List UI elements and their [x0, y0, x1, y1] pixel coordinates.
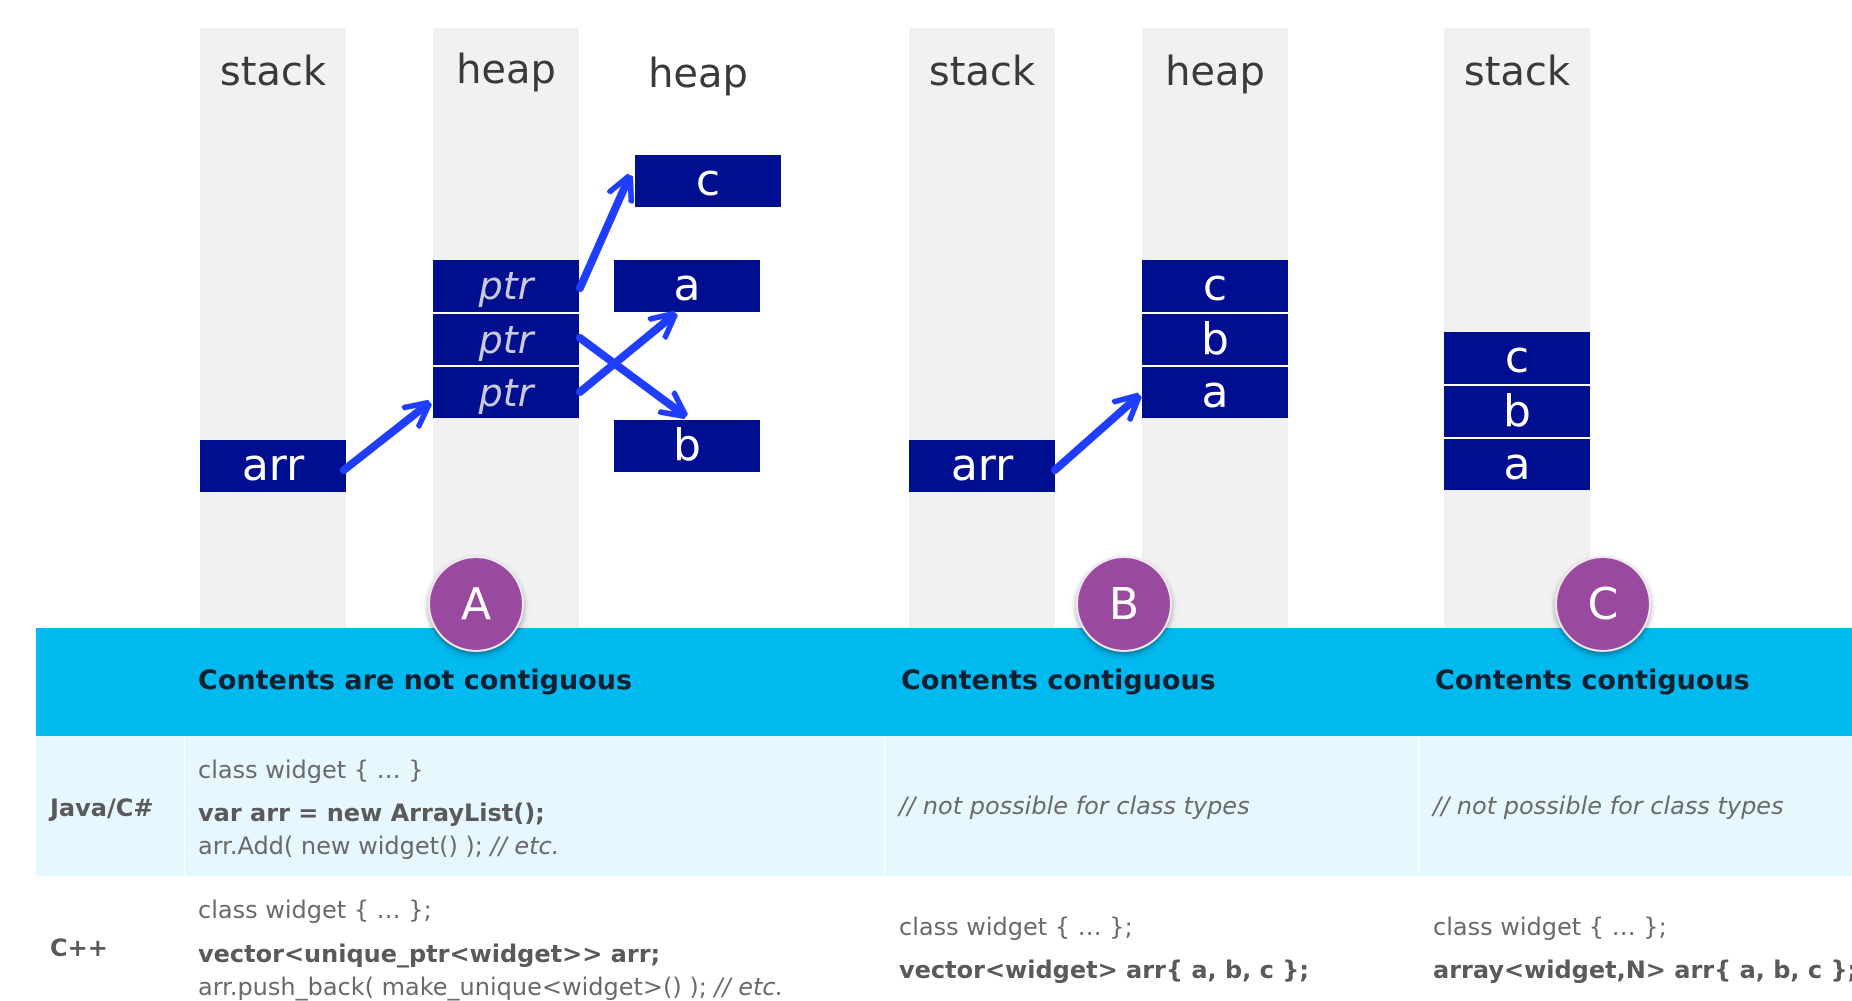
object-b-b: b: [1142, 312, 1288, 365]
cpp-label: C++: [50, 934, 108, 962]
java-arraylist-decl: var arr = new ArrayList();: [198, 801, 545, 825]
java-add-code: arr.Add( new widget() );: [198, 832, 491, 860]
header-not-contiguous: Contents are not contiguous: [198, 665, 633, 696]
stack-column-c: [1444, 28, 1590, 628]
badge-c: C: [1555, 556, 1651, 652]
arr-cell-a: arr: [200, 440, 346, 492]
cpp-class-decl-a: class widget { … };: [198, 896, 432, 924]
stack-label-c: stack: [1463, 49, 1571, 95]
ptr-cell-3: ptr: [433, 365, 579, 418]
cpp-push-back-line: arr.push_back( make_unique<widget>() ); …: [198, 975, 783, 999]
stack-label-b: stack: [928, 49, 1036, 95]
cpp-class-decl-b: class widget { … };: [899, 913, 1133, 941]
arr-cell-b: arr: [909, 440, 1055, 492]
cpp-array-code: array<widget,N> arr{ a, b, c };: [1433, 956, 1852, 984]
cpp-vector-ptr-decl: vector<unique_ptr<widget>> arr;: [198, 942, 660, 966]
java-not-possible-c-text: // not possible for class types: [1433, 792, 1784, 820]
java-add-line: arr.Add( new widget() ); // etc.: [198, 834, 559, 858]
heap-label-a2: heap: [648, 51, 748, 97]
object-a-c: a: [1444, 437, 1590, 490]
cpp-vector-code: vector<widget> arr{ a, b, c };: [899, 956, 1309, 984]
object-a-a: a: [614, 260, 760, 312]
column-divider-3: [1418, 736, 1419, 1000]
arrow-ptr2-to-b: [576, 334, 680, 412]
arrow-arr-to-ptr-a: [340, 407, 424, 474]
object-c-b: c: [1142, 260, 1288, 312]
java-etc-comment: // etc.: [490, 832, 560, 860]
heap-label-a: heap: [456, 47, 556, 93]
object-b-a: b: [614, 420, 760, 472]
arrow-ptr1-to-c: [576, 182, 627, 292]
badge-a: A: [428, 556, 524, 652]
header-contiguous-c: Contents contiguous: [1435, 665, 1750, 696]
cpp-class-decl-c: class widget { … };: [1433, 913, 1667, 941]
java-row-band: [36, 736, 1852, 876]
table-header-band: [36, 628, 1852, 736]
ptr-cell-2: ptr: [433, 312, 579, 365]
header-contiguous-b: Contents contiguous: [901, 665, 1216, 696]
cpp-array-decl: array<widget,N> arr{ a, b, c };: [1433, 958, 1852, 982]
column-divider-2: [884, 736, 885, 1000]
cpp-vector-ptr-code: vector<unique_ptr<widget>> arr;: [198, 940, 661, 968]
object-b-c: b: [1444, 384, 1590, 437]
stack-column-a: [200, 28, 346, 628]
stack-label-a: stack: [219, 49, 327, 95]
object-a-b: a: [1142, 365, 1288, 418]
cpp-push-back-code: arr.push_back( make_unique<widget>() );: [198, 973, 715, 1001]
badge-b: B: [1076, 556, 1172, 652]
arrow-arr-to-heap-b: [1051, 400, 1134, 474]
java-csharp-label: Java/C#: [50, 794, 154, 822]
java-arraylist-code: var arr = new ArrayList();: [198, 799, 545, 827]
java-not-possible-c: // not possible for class types: [1433, 794, 1784, 818]
ptr-cell-1: ptr: [433, 260, 579, 312]
object-c-a: c: [635, 155, 781, 207]
heap-label-b: heap: [1165, 49, 1265, 95]
arrow-ptr3-to-a: [576, 318, 670, 396]
java-not-possible-b: // not possible for class types: [899, 794, 1250, 818]
java-not-possible-b-text: // not possible for class types: [899, 792, 1250, 820]
cpp-etc-comment: // etc.: [714, 973, 784, 1001]
stack-column-b: [909, 28, 1055, 628]
column-divider-1: [184, 736, 185, 1000]
java-class-decl: class widget { … }: [198, 756, 424, 784]
cpp-vector-decl: vector<widget> arr{ a, b, c };: [899, 958, 1309, 982]
object-c-c: c: [1444, 332, 1590, 384]
